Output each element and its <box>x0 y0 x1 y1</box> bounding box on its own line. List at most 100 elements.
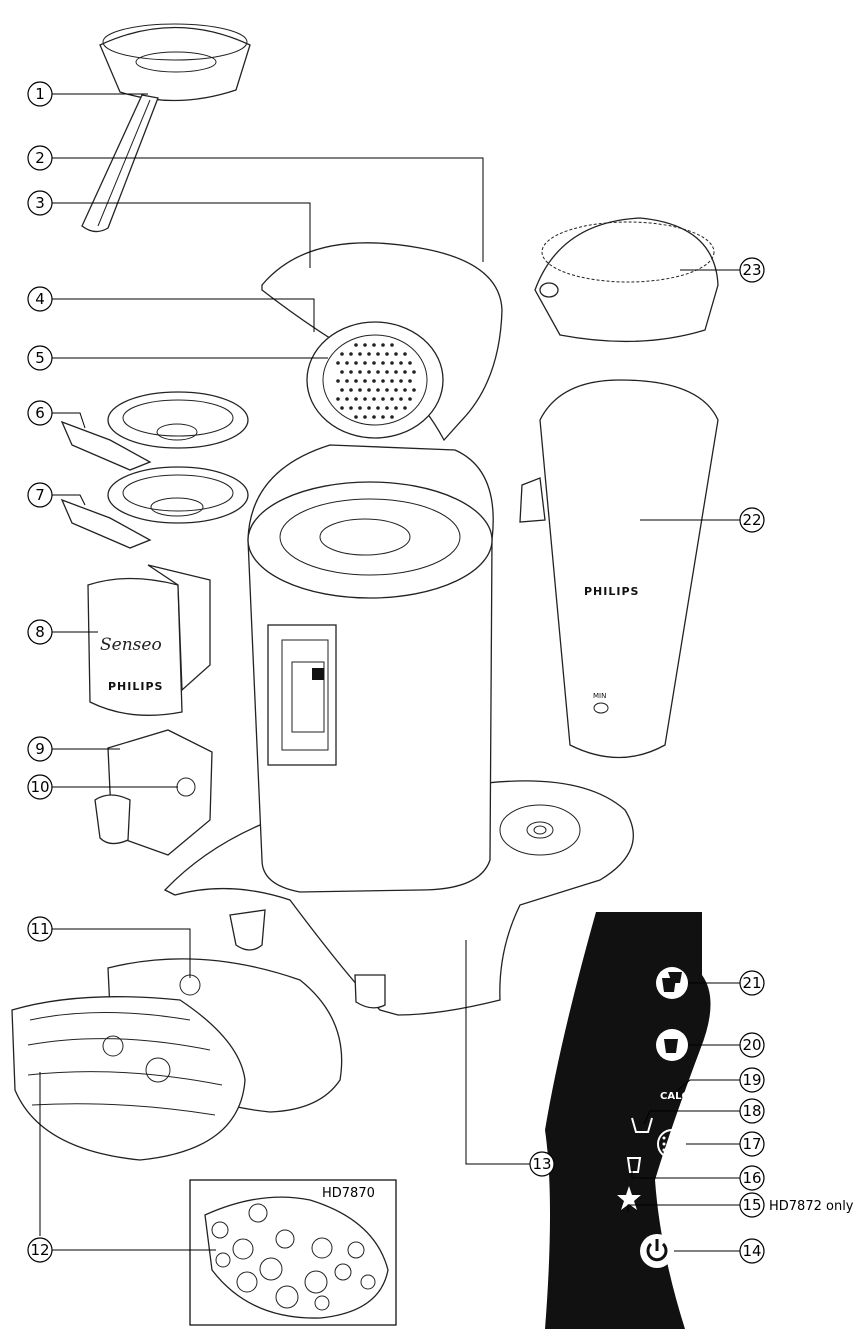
callout-1-number: 1 <box>35 85 45 103</box>
callout-14: 14 <box>739 1238 765 1264</box>
shower-hole <box>349 352 353 356</box>
water-refill-icon <box>631 1117 653 1133</box>
shower-hole <box>354 415 358 419</box>
shower-hole <box>363 361 367 365</box>
shower-hole <box>358 370 362 374</box>
power-icon[interactable] <box>640 1234 674 1268</box>
callout-16: 16 <box>739 1165 765 1191</box>
shower-hole <box>372 343 376 347</box>
senseo-logo: Senseo <box>100 635 162 655</box>
shower-hole <box>376 370 380 374</box>
control-panel: CALC <box>545 912 711 1329</box>
callout-17-number: 17 <box>742 1135 761 1153</box>
shower-hole <box>403 370 407 374</box>
shower-holes <box>336 343 416 419</box>
callout-6-number: 6 <box>35 404 45 422</box>
shower-hole <box>408 361 412 365</box>
callout-18: 18 <box>739 1098 765 1124</box>
shower-hole <box>336 361 340 365</box>
shower-hole <box>372 379 376 383</box>
shower-hole <box>358 352 362 356</box>
callout-11: 11 <box>27 916 53 942</box>
shower-hole <box>390 343 394 347</box>
callout-10-number: 10 <box>30 778 49 796</box>
callout-2-number: 2 <box>35 149 45 167</box>
part-funnel-holder <box>81 23 251 233</box>
callout-20-number: 20 <box>742 1036 761 1054</box>
shower-hole <box>354 343 358 347</box>
callout-7-number: 7 <box>35 486 45 504</box>
callout-22-number: 22 <box>742 511 761 529</box>
callout-2: 2 <box>27 145 53 171</box>
part-reservoir-lid <box>534 217 719 343</box>
shower-hole <box>394 388 398 392</box>
callout-5-number: 5 <box>35 349 45 367</box>
shower-hole <box>340 352 344 356</box>
shower-hole <box>408 379 412 383</box>
callout-21-number: 21 <box>742 974 761 992</box>
callout-1: 1 <box>27 81 53 107</box>
part-water-reservoir: PHILIPS MIN <box>519 379 719 759</box>
callout-10: 10 <box>27 774 53 800</box>
shower-hole <box>381 343 385 347</box>
min-mark: MIN <box>593 692 606 700</box>
decalc-icon <box>626 1157 642 1173</box>
leader-lines <box>39 93 740 1252</box>
callout-22: 22 <box>739 507 765 533</box>
callout-16-number: 16 <box>742 1169 761 1187</box>
shower-hole <box>394 352 398 356</box>
shower-hole <box>385 406 389 410</box>
shower-hole <box>372 415 376 419</box>
shower-hole <box>376 406 380 410</box>
hd7872-only-label: HD7872 only <box>769 1199 854 1214</box>
shower-hole <box>336 397 340 401</box>
shower-hole <box>340 406 344 410</box>
callout-23-number: 23 <box>742 261 761 279</box>
shower-hole <box>385 370 389 374</box>
shower-hole <box>340 388 344 392</box>
shower-hole <box>367 388 371 392</box>
shower-hole <box>376 352 380 356</box>
machine-body <box>163 242 634 1016</box>
two-cups-icon[interactable] <box>656 967 688 999</box>
callout-8-number: 8 <box>35 623 45 641</box>
shower-hole <box>354 361 358 365</box>
shower-hole <box>403 406 407 410</box>
shower-hole <box>403 352 407 356</box>
callout-15: 15 <box>739 1192 765 1218</box>
hd7870-inset: HD7870 <box>189 1179 397 1326</box>
shower-hole <box>358 406 362 410</box>
callout-6: 6 <box>27 400 53 426</box>
shower-hole <box>412 370 416 374</box>
shower-hole <box>399 379 403 383</box>
shower-hole <box>381 397 385 401</box>
shower-hole <box>363 343 367 347</box>
shower-hole <box>367 370 371 374</box>
callout-3: 3 <box>27 190 53 216</box>
callout-13-number: 13 <box>532 1155 551 1173</box>
part-drip-grid <box>11 996 246 1161</box>
callout-11-number: 11 <box>30 920 49 938</box>
callout-13: 13 <box>529 1151 555 1177</box>
shower-hole <box>363 379 367 383</box>
callout-4: 4 <box>27 286 53 312</box>
philips-logo-cover: PHILIPS <box>108 680 163 693</box>
part-spout-cover: Senseo PHILIPS <box>87 564 211 716</box>
callout-18-number: 18 <box>742 1102 761 1120</box>
shower-hole <box>354 379 358 383</box>
callout-9: 9 <box>27 736 53 762</box>
callout-9-number: 9 <box>35 740 45 758</box>
shower-hole <box>385 352 389 356</box>
callout-4-number: 4 <box>35 290 45 308</box>
shower-hole <box>363 397 367 401</box>
shower-hole <box>349 388 353 392</box>
shower-hole <box>345 379 349 383</box>
one-cup-icon[interactable] <box>656 1029 688 1061</box>
hd7870-label: HD7870 <box>322 1186 375 1201</box>
star-icon[interactable] <box>617 1186 641 1210</box>
shower-hole <box>399 361 403 365</box>
shower-hole <box>390 361 394 365</box>
shower-hole <box>399 397 403 401</box>
inset-grid-holes <box>211 1203 376 1311</box>
philips-logo-reservoir: PHILIPS <box>584 585 639 598</box>
